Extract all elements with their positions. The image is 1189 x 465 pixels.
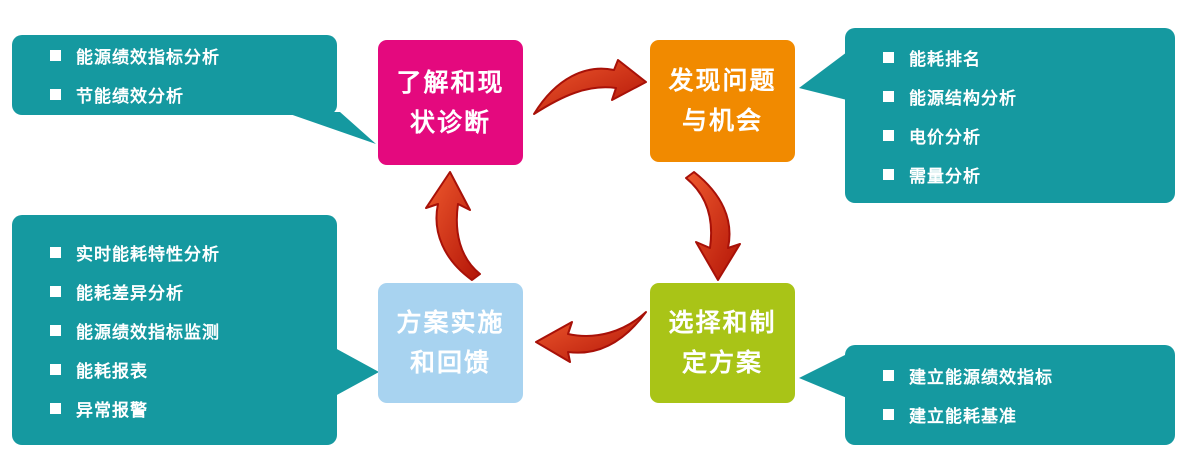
step-title-line: 发现问题 [668, 66, 777, 95]
callout-item-label: 能耗报表 [76, 361, 148, 382]
callout-tail [799, 52, 847, 100]
callout-item-label: 建立能源绩效指标 [909, 368, 1053, 388]
bullet-square-icon [50, 363, 61, 375]
list-item: 能耗排名 [883, 45, 1165, 70]
callout-item-label: 能源绩效指标分析 [76, 48, 220, 68]
callout-tail [799, 354, 847, 398]
callout-item-label: 建立能耗基准 [909, 407, 1017, 427]
cycle-arrow-right-icon [685, 171, 741, 281]
callout-item-label: 能耗排名 [909, 49, 981, 70]
list-item: 电价分析 [883, 123, 1165, 148]
bullet-square-icon [50, 89, 61, 100]
bullet-square-icon [50, 402, 61, 414]
step-box-understand-and-diagnose: 了解和现 状诊断 [378, 40, 523, 165]
bullet-square-icon [50, 50, 61, 61]
callout-consumption-analysis: 能耗排名 能源结构分析 电价分析 需量分析 [845, 28, 1175, 203]
bullet-square-icon [883, 409, 894, 420]
list-item: 能耗报表 [50, 357, 327, 382]
step-box-find-problems-opportunities: 发现问题 与机会 [650, 40, 795, 162]
list-item: 能源绩效指标监测 [50, 318, 327, 343]
list-item: 实时能耗特性分析 [50, 240, 327, 265]
step-title-line: 选择和制 [668, 308, 777, 337]
callout-benchmark-setup: 建立能源绩效指标 建立能耗基准 [845, 345, 1175, 445]
step-title-line: 定方案 [681, 348, 763, 377]
list-item: 能源结构分析 [883, 84, 1165, 109]
step-title-line: 方案实施 [396, 308, 505, 337]
step-box-select-and-formulate-plan: 选择和制 定方案 [650, 283, 795, 403]
callout-item-label: 实时能耗特性分析 [76, 244, 220, 265]
list-item: 能源绩效指标分析 [50, 43, 327, 68]
list-item: 建立能耗基准 [883, 402, 1165, 427]
step-title-line: 和回馈 [409, 348, 491, 377]
bullet-square-icon [50, 246, 61, 258]
bullet-square-icon [50, 285, 61, 297]
list-item: 需量分析 [883, 162, 1165, 187]
bullet-square-icon [883, 129, 894, 141]
bullet-square-icon [883, 168, 894, 180]
step-title-line: 状诊断 [409, 107, 491, 137]
bullet-square-icon [50, 324, 61, 336]
callout-item-label: 能耗差异分析 [76, 283, 184, 304]
callout-tail [335, 348, 379, 396]
list-item: 节能绩效分析 [50, 82, 327, 107]
bullet-square-icon [883, 90, 894, 102]
callout-item-label: 能源绩效指标监测 [76, 322, 220, 343]
bullet-square-icon [883, 51, 894, 63]
list-item: 建立能源绩效指标 [883, 363, 1165, 388]
step-title-line: 了解和现 [396, 67, 505, 97]
callout-item-label: 节能绩效分析 [76, 87, 184, 107]
callout-item-label: 异常报警 [76, 400, 148, 421]
callout-monitoring-analysis: 实时能耗特性分析 能耗差异分析 能源绩效指标监测 能耗报表 异常报警 [12, 215, 337, 445]
callout-item-label: 能源结构分析 [909, 88, 1017, 109]
callout-item-label: 需量分析 [909, 166, 981, 187]
callout-tail [284, 112, 376, 144]
list-item: 异常报警 [50, 396, 327, 421]
list-item: 能耗差异分析 [50, 279, 327, 304]
step-title-line: 与机会 [681, 106, 763, 135]
step-box-implement-and-feedback: 方案实施 和回馈 [378, 283, 523, 403]
cycle-arrow-top-icon [533, 59, 647, 115]
callout-item-label: 电价分析 [909, 127, 981, 148]
cycle-arrow-left-icon [425, 171, 481, 281]
bullet-square-icon [883, 370, 894, 381]
cycle-arrow-bottom-icon [535, 311, 647, 363]
callout-performance-indicator-analysis: 能源绩效指标分析 节能绩效分析 [12, 35, 337, 115]
